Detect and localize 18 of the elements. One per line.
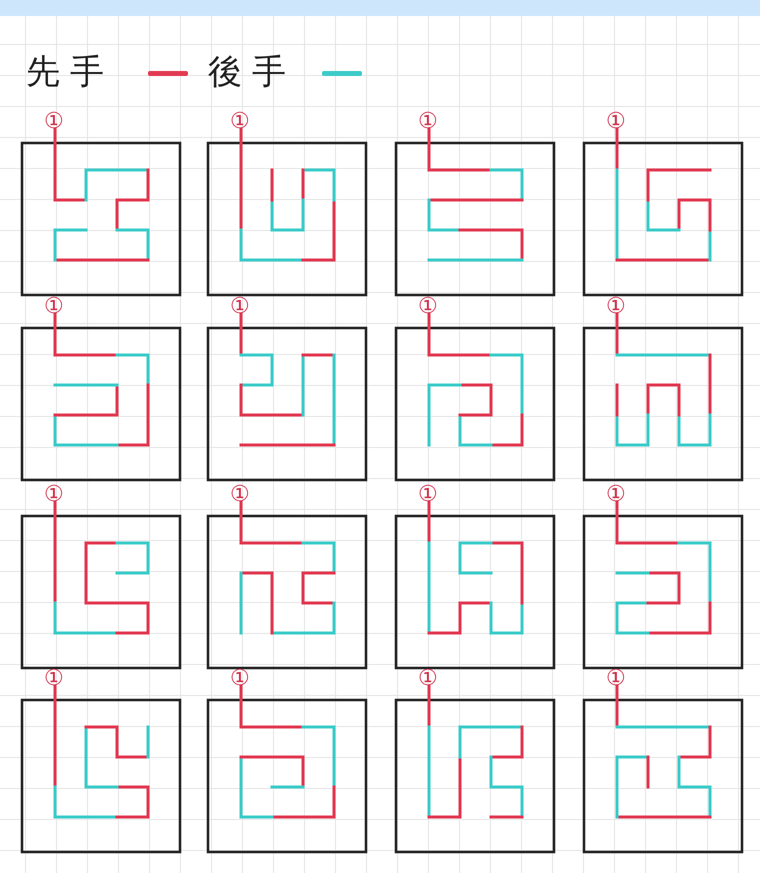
legend-label: 先手 xyxy=(26,52,114,92)
start-number: ① xyxy=(606,667,626,691)
start-number: ① xyxy=(418,667,438,691)
start-number: ① xyxy=(606,483,626,507)
start-number: ① xyxy=(44,667,64,691)
start-number: ① xyxy=(230,110,250,134)
start-number: ① xyxy=(44,483,64,507)
start-number: ① xyxy=(44,110,64,134)
start-number: ① xyxy=(418,295,438,319)
legend-label: 後手 xyxy=(208,52,296,92)
start-number: ① xyxy=(230,483,250,507)
start-number: ① xyxy=(230,667,250,691)
start-number: ① xyxy=(606,295,626,319)
start-number: ① xyxy=(606,110,626,134)
start-number: ① xyxy=(418,110,438,134)
start-number: ① xyxy=(418,483,438,507)
start-number: ① xyxy=(230,295,250,319)
start-number: ① xyxy=(44,295,64,319)
